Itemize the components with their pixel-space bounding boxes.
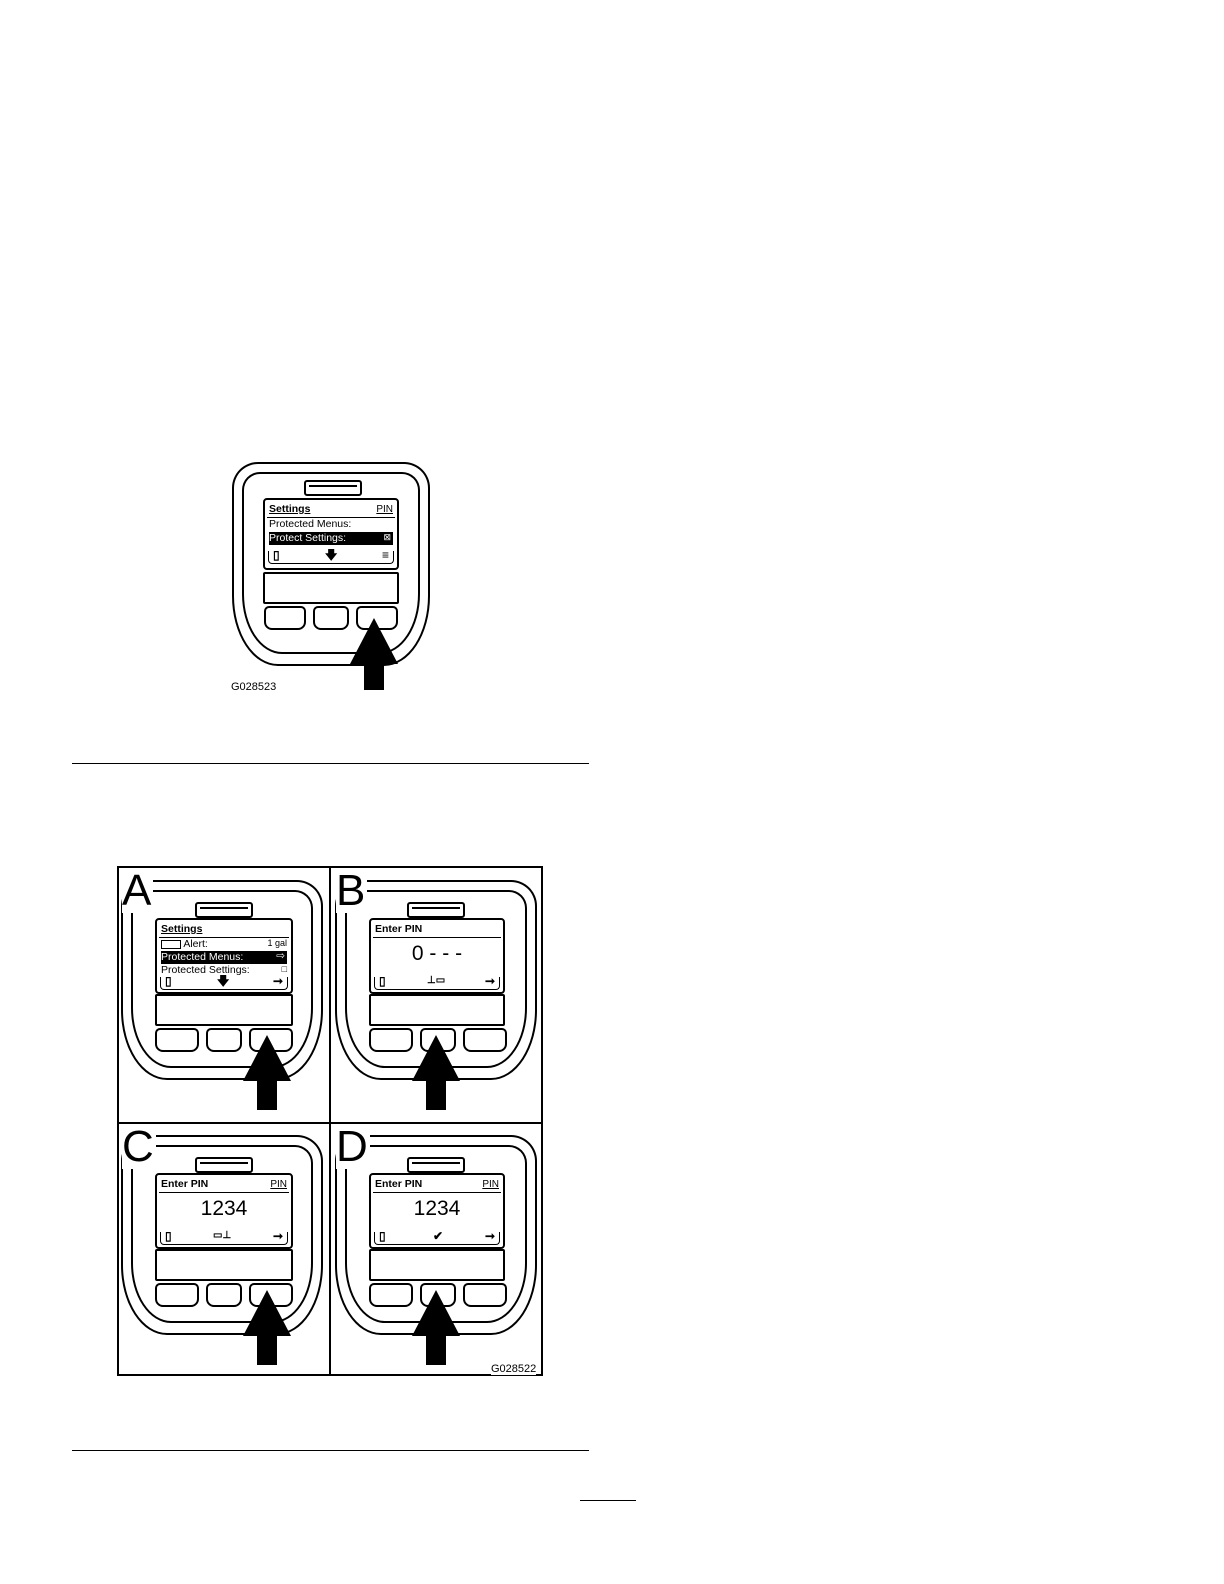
screen-title: Settings [269, 503, 310, 515]
press-arrow-shaft [426, 1335, 446, 1365]
softkey-bar: ▯ 🡇 ➞ [160, 977, 288, 990]
right-button[interactable] [463, 1283, 507, 1307]
center-button[interactable] [206, 1028, 242, 1052]
menu-row-protected-menus[interactable]: Protected Menus: ⇨ [161, 951, 287, 964]
page-number-rule [580, 1500, 636, 1501]
exit-door-icon: ▯ [379, 1230, 386, 1242]
title-underline [373, 937, 501, 938]
arrow-right-icon: ➞ [485, 975, 495, 987]
left-button[interactable] [264, 606, 306, 630]
pin-badge: PIN [376, 504, 393, 515]
right-button[interactable] [463, 1028, 507, 1052]
menu-row-label: Protect Settings: [269, 532, 346, 544]
press-arrow-icon [412, 1035, 460, 1081]
press-arrow-shaft [364, 662, 384, 690]
infocenter-display-fig1: Settings PIN Protected Menus: Protect Se… [232, 462, 430, 666]
press-arrow-icon [350, 618, 398, 664]
arrow-right-icon: ➞ [273, 1230, 283, 1242]
checkmark-icon: ✔ [433, 1230, 443, 1242]
exit-door-icon: ▯ [165, 975, 172, 987]
grid-horizontal-divider [117, 1122, 543, 1124]
left-button[interactable] [155, 1283, 199, 1307]
arrow-right-outline-icon: ⇨ [276, 950, 285, 962]
pin-badge: PIN [482, 1179, 499, 1190]
device-lower-window [263, 572, 399, 604]
device-screen: Enter PIN PIN 1234 ▯ ▭⊥ ➞ [155, 1173, 293, 1249]
figure-id-label: G028522 [491, 1363, 536, 1375]
press-arrow-icon [243, 1290, 291, 1336]
digit-select-icon: ⊥▭ [427, 975, 445, 987]
exit-door-icon: ▯ [273, 549, 280, 561]
pin-entry-value[interactable]: 1234 [157, 1197, 291, 1221]
arrow-down-icon: 🡇 [325, 549, 337, 561]
alert-value: 1 gal [267, 938, 287, 948]
device-lower-window [155, 994, 293, 1026]
section-divider [72, 1450, 589, 1451]
menu-row-protect-settings[interactable]: Protect Settings: ⊠ [269, 532, 393, 545]
grid-vertical-divider [329, 866, 331, 1376]
softkey-bar: ▯ ⊥▭ ➞ [374, 977, 500, 990]
menu-row-label: Protected Settings: [161, 964, 250, 976]
left-button[interactable] [369, 1283, 413, 1307]
screen-title: Settings [161, 923, 202, 935]
arrow-down-icon: 🡇 [217, 975, 229, 987]
softkey-bar: ▯ ✔ ➞ [374, 1232, 500, 1245]
screen-title: Enter PIN [375, 1178, 422, 1190]
softkey-bar: ▯ 🡇 ≡ [268, 551, 394, 564]
tank-icon [161, 940, 181, 949]
pin-entry-value[interactable]: 1234 [371, 1197, 503, 1221]
pin-entry-value[interactable]: 0 - - - [371, 942, 503, 966]
title-underline [373, 1192, 501, 1193]
panel-letter-b: B [336, 869, 367, 913]
device-lower-window [369, 994, 505, 1026]
menu-lines-icon: ≡ [382, 549, 389, 561]
pin-badge: PIN [270, 1179, 287, 1190]
device-screen: Enter PIN 0 - - - ▯ ⊥▭ ➞ [369, 918, 505, 994]
press-arrow-shaft [257, 1080, 277, 1110]
menu-row-alert[interactable]: Alert: 1 gal [161, 938, 287, 950]
checkbox-empty-icon[interactable]: □ [282, 964, 287, 974]
menu-row-label: Alert: [183, 938, 208, 950]
figure-id-label: G028523 [231, 681, 276, 693]
panel-letter-c: C [122, 1125, 156, 1169]
digit-select-icon: ▭⊥ [213, 1230, 231, 1242]
press-arrow-shaft [257, 1335, 277, 1365]
device-top-slot [304, 480, 362, 496]
panel-letter-a: A [122, 869, 153, 913]
press-arrow-icon [412, 1290, 460, 1336]
device-top-slot [407, 1157, 465, 1173]
softkey-bar: ▯ ▭⊥ ➞ [160, 1232, 288, 1245]
device-top-slot [195, 902, 253, 918]
checkbox-checked-icon[interactable]: ⊠ [383, 532, 391, 543]
device-screen: Settings PIN Protected Menus: Protect Se… [263, 498, 399, 570]
arrow-right-icon: ➞ [273, 975, 283, 987]
device-top-slot [407, 902, 465, 918]
exit-door-icon: ▯ [379, 975, 386, 987]
device-screen: Enter PIN PIN 1234 ▯ ✔ ➞ [369, 1173, 505, 1249]
exit-door-icon: ▯ [165, 1230, 172, 1242]
menu-row-protected-menus[interactable]: Protected Menus: [269, 518, 393, 530]
screen-title: Enter PIN [375, 923, 422, 935]
press-arrow-icon [243, 1035, 291, 1081]
left-button[interactable] [155, 1028, 199, 1052]
section-divider [72, 763, 589, 764]
device-top-slot [195, 1157, 253, 1173]
screen-title: Enter PIN [161, 1178, 208, 1190]
panel-letter-d: D [336, 1125, 370, 1169]
menu-row-label: Protected Menus: [161, 951, 243, 963]
device-lower-window [155, 1249, 293, 1281]
device-screen: Settings Alert: 1 gal Protected Menus: ⇨… [155, 918, 293, 994]
device-lower-window [369, 1249, 505, 1281]
center-button[interactable] [313, 606, 349, 630]
title-underline [159, 1192, 289, 1193]
arrow-right-icon: ➞ [485, 1230, 495, 1242]
center-button[interactable] [206, 1283, 242, 1307]
left-button[interactable] [369, 1028, 413, 1052]
press-arrow-shaft [426, 1080, 446, 1110]
